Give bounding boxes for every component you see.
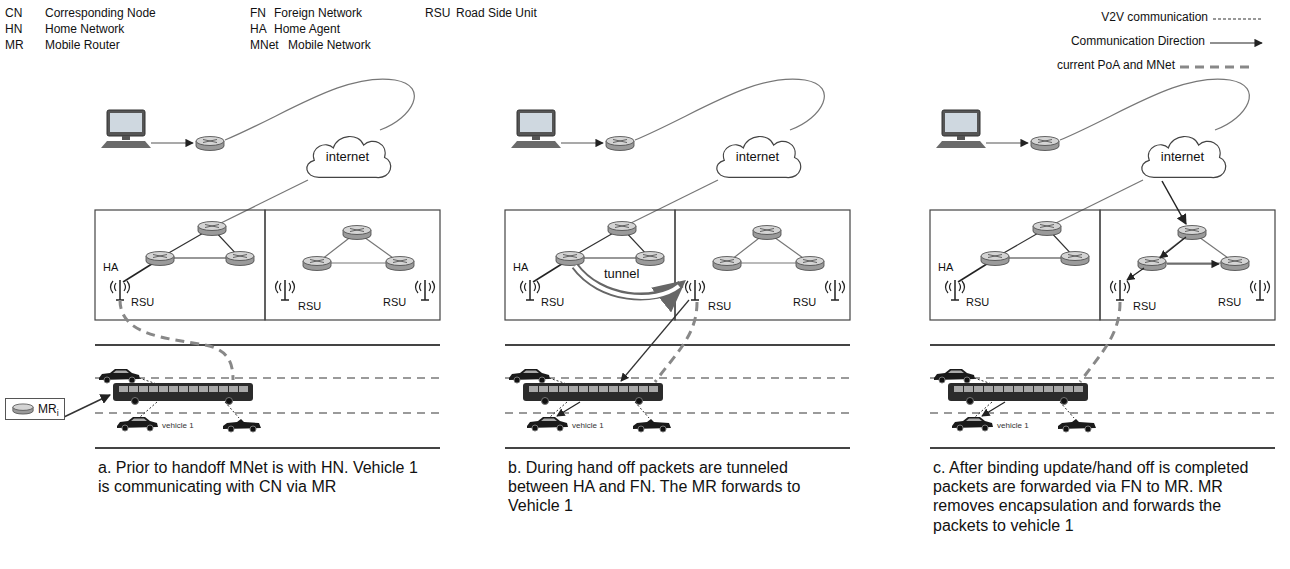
direction-arrow <box>621 300 689 381</box>
poa-sample <box>1180 66 1255 69</box>
network-scene <box>505 79 850 448</box>
abbr-label: Mobile Network <box>288 39 371 53</box>
cloud-node: internet <box>300 128 395 185</box>
direction-arrow <box>1160 237 1186 258</box>
abbr-label: Foreign Network <box>274 7 362 21</box>
rsu-label: RSU <box>793 296 816 309</box>
node-text: MR <box>38 402 57 416</box>
agent-label: HA <box>103 261 118 274</box>
abbr-label: Mobile Router <box>45 39 120 53</box>
direction-arrow <box>1162 181 1186 224</box>
abbr-label: MR <box>5 39 24 53</box>
poa-path <box>1080 302 1120 382</box>
agent-label: HA <box>938 261 953 274</box>
agent-label: HA <box>513 261 528 274</box>
abbr-label: HN <box>5 23 22 37</box>
legend-text: current PoA and MNet <box>1057 59 1175 73</box>
direction-arrow <box>982 402 1005 416</box>
abbr-label: Corresponding Node <box>45 7 156 21</box>
network-scene <box>95 79 440 448</box>
abbr-label: Home Network <box>45 23 124 37</box>
rsu-label: RSU <box>541 296 564 309</box>
direction-sample <box>1210 42 1262 43</box>
direction-arrow <box>1167 263 1219 264</box>
router-box: MRi <box>5 398 65 420</box>
abbr-label: Road Side Unit <box>456 7 537 21</box>
rsu-label: RSU <box>1133 300 1156 313</box>
cloud-node: internet <box>710 128 805 185</box>
panel-caption: c. After binding update/hand off is comp… <box>933 458 1263 535</box>
tunnel-label: tunnel <box>602 267 641 282</box>
rsu-label: RSU <box>1218 296 1241 309</box>
node-text: internet <box>1161 149 1204 164</box>
vehicle-label: vehicle 1 <box>997 421 1029 430</box>
abbr-label: CN <box>5 7 22 21</box>
abbr-label: MNet <box>250 39 279 53</box>
tunnel-arrow-inner <box>575 266 679 297</box>
node-text: internet <box>736 149 779 164</box>
subscript-text: i <box>57 408 59 418</box>
vehicle-label: vehicle 1 <box>572 421 604 430</box>
v2v-sample <box>1213 18 1262 19</box>
router-icon <box>11 402 35 416</box>
abbr-label: RSU <box>425 7 450 21</box>
panel-caption: a. Prior to handoff MNet is with HN. Veh… <box>98 458 428 496</box>
panel-caption: b. During hand off packets are tunneled … <box>508 458 838 516</box>
cloud-node: internet <box>1135 128 1230 185</box>
panel-b <box>505 79 850 448</box>
abbr-label: Home Agent <box>274 23 340 37</box>
abbr-label: HA <box>250 23 267 37</box>
abbr-label: FN <box>250 7 266 21</box>
node-text: internet <box>326 149 369 164</box>
vehicle-label: vehicle 1 <box>162 421 194 430</box>
panel-a <box>95 79 440 448</box>
panel-c <box>930 79 1275 448</box>
rsu-label: RSU <box>298 300 321 313</box>
rsu-label: RSU <box>383 296 406 309</box>
network-scene <box>930 79 1275 448</box>
legend-text: Communication Direction <box>1071 35 1205 49</box>
direction-arrow <box>1127 268 1144 280</box>
tunnel-arrow <box>575 266 681 297</box>
rsu-label: RSU <box>708 300 731 313</box>
poa-path <box>655 302 697 382</box>
poa-path <box>120 300 233 380</box>
legend-text: V2V communication <box>1101 11 1208 25</box>
rsu-label: RSU <box>131 296 154 309</box>
mr-pointer <box>64 395 110 417</box>
rsu-label: RSU <box>966 296 989 309</box>
direction-arrow <box>557 402 580 416</box>
